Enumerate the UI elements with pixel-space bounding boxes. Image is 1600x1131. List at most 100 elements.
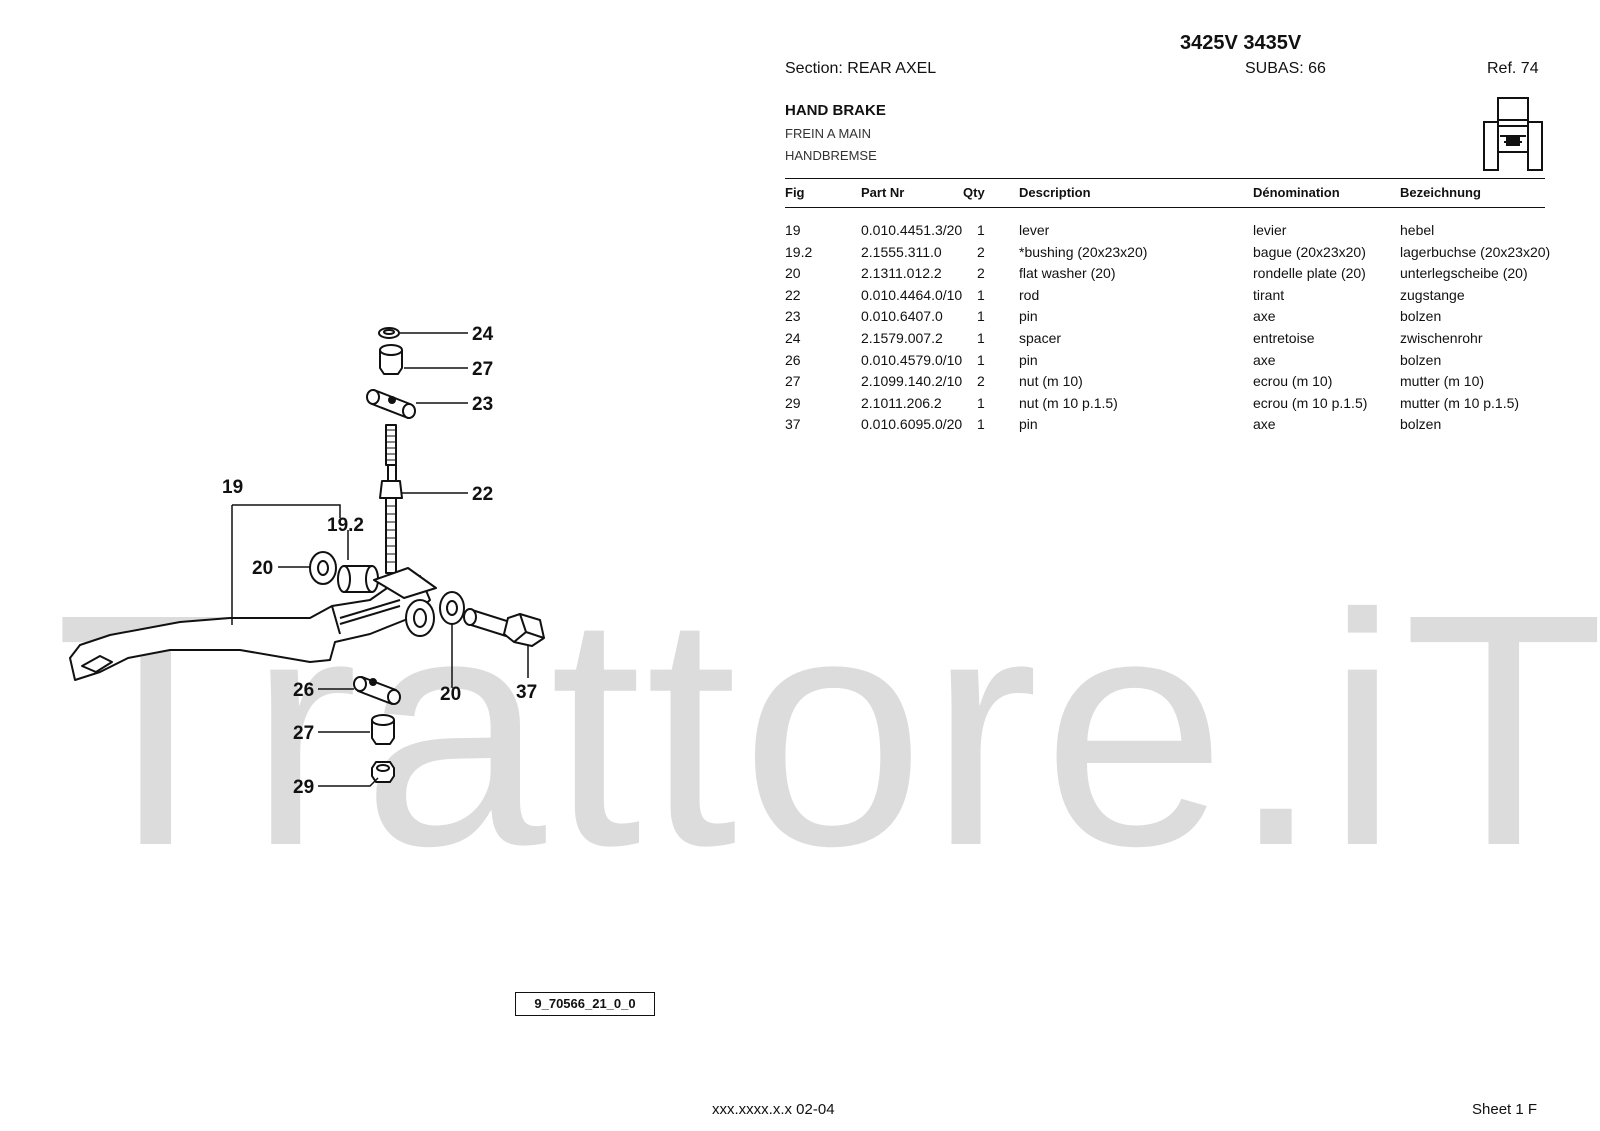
header-rule-bottom — [785, 207, 1545, 208]
cell-description: pin — [1019, 351, 1038, 368]
col-header-denomination: Dénomination — [1253, 185, 1340, 200]
col-header-fig: Fig — [785, 185, 805, 200]
col-header-part: Part Nr — [861, 185, 905, 200]
spacer-24-part — [378, 327, 400, 339]
callout-20-left: 20 — [252, 558, 273, 579]
cell-denomination: bague (20x23x20) — [1253, 243, 1366, 260]
cell-fig: 26 — [785, 351, 801, 368]
cell-part-number: 0.010.4451.3/20 — [861, 222, 963, 238]
cell-bezeichnung: mutter (m 10) — [1400, 373, 1485, 390]
nut-27-upper-part — [379, 344, 403, 375]
cell-description: nut (m 10 p.1.5) — [1019, 394, 1118, 411]
sheet-label: Sheet 1 F — [1472, 1101, 1538, 1118]
callout-26: 26 — [293, 680, 314, 701]
cell-bezeichnung: zwischenrohr — [1400, 329, 1483, 346]
cell-denomination: levier — [1253, 222, 1287, 238]
cell-description: rod — [1019, 286, 1040, 303]
nut-29-part — [371, 761, 395, 783]
col-header-description: Description — [1019, 185, 1091, 200]
nut-27-lower-part — [371, 714, 395, 745]
cell-qty: 1 — [977, 329, 985, 346]
callout-37: 37 — [516, 682, 537, 703]
cell-bezeichnung: hebel — [1400, 222, 1435, 238]
callout-27-upper: 27 — [472, 359, 493, 380]
cell-part-number: 0.010.4579.0/10 — [861, 351, 963, 368]
drawing-reference: 9_70566_21_0_0 — [515, 992, 655, 1016]
model-title: 3425V 3435V — [1180, 32, 1302, 54]
cell-part-number: 0.010.6407.0 — [861, 308, 943, 325]
tractor-icon — [1483, 97, 1543, 171]
cell-denomination: ecrou (m 10 p.1.5) — [1253, 394, 1368, 411]
cell-qty: 2 — [977, 373, 985, 390]
callout-24: 24 — [472, 324, 494, 345]
cell-fig: 19 — [785, 222, 801, 238]
cell-bezeichnung: bolzen — [1400, 308, 1442, 325]
table-row: 20 2.1311.012.2 2 flat washer (20) ronde… — [785, 265, 1565, 287]
cell-fig: 22 — [785, 286, 801, 303]
callout-22: 22 — [472, 484, 493, 505]
cell-part-number: 2.1555.311.0 — [861, 243, 942, 260]
ref-label: Ref. 74 — [1487, 60, 1539, 77]
header-rule-top — [785, 178, 1545, 179]
cell-bezeichnung: unterlegscheibe (20) — [1400, 265, 1528, 282]
table-row: 37 0.010.6095.0/20 1 pin axe bolzen — [785, 416, 1565, 438]
cell-qty: 1 — [977, 222, 985, 238]
cell-denomination: tirant — [1253, 286, 1285, 303]
cell-qty: 2 — [977, 243, 985, 260]
cell-description: pin — [1019, 416, 1038, 433]
table-row: 22 0.010.4464.0/10 1 rod tirant zugstang… — [785, 287, 1565, 309]
cell-part-number: 2.1311.012.2 — [861, 265, 942, 282]
cell-description: lever — [1019, 222, 1050, 238]
exploded-diagram: 24 27 23 22 19 19.2 20 26 20 37 27 29 — [69, 324, 545, 798]
callout-19-2: 19.2 — [327, 515, 364, 536]
cell-part-number: 0.010.4464.0/10 — [861, 286, 963, 303]
cell-denomination: axe — [1253, 416, 1276, 433]
cell-fig: 29 — [785, 394, 801, 411]
section-label: Section: REAR AXEL — [785, 60, 937, 77]
cell-fig: 20 — [785, 265, 801, 282]
col-header-bezeichnung: Bezeichnung — [1400, 185, 1481, 200]
table-row: 19 0.010.4451.3/20 1 lever levier hebel — [785, 222, 1565, 244]
cell-part-number: 0.010.6095.0/20 — [861, 416, 963, 433]
cell-denomination: entretoise — [1253, 329, 1315, 346]
cell-denomination: axe — [1253, 351, 1276, 368]
table-row: 19.2 2.1555.311.0 2 *bushing (20x23x20) … — [785, 244, 1565, 266]
pin-26-part — [353, 676, 401, 705]
cell-fig: 19.2 — [785, 243, 813, 260]
callout-20-right: 20 — [440, 684, 461, 705]
cell-description: pin — [1019, 308, 1038, 325]
cell-fig: 23 — [785, 308, 801, 325]
pin-37-part — [463, 608, 545, 647]
cell-bezeichnung: zugstange — [1400, 286, 1465, 303]
parts-table: 19 0.010.4451.3/20 1 lever levier hebel … — [785, 222, 1565, 438]
cell-fig: 37 — [785, 416, 801, 433]
pin-23-part — [366, 389, 416, 419]
cell-bezeichnung: mutter (m 10 p.1.5) — [1400, 394, 1520, 411]
bushing-19-2-part — [337, 565, 379, 593]
table-row: 24 2.1579.007.2 1 spacer entretoise zwis… — [785, 330, 1565, 352]
lever-19-part — [69, 567, 437, 681]
cell-bezeichnung: bolzen — [1400, 351, 1442, 368]
cell-bezeichnung: bolzen — [1400, 416, 1442, 433]
col-header-qty: Qty — [963, 185, 985, 200]
cell-part-number: 2.1579.007.2 — [861, 329, 943, 346]
cell-fig: 24 — [785, 329, 801, 346]
table-row: 27 2.1099.140.2/10 2 nut (m 10) ecrou (m… — [785, 373, 1565, 395]
cell-denomination: axe — [1253, 308, 1276, 325]
subas-label: SUBAS: 66 — [1245, 60, 1326, 77]
cell-fig: 27 — [785, 373, 801, 390]
cell-qty: 1 — [977, 351, 985, 368]
callout-19: 19 — [222, 477, 243, 498]
title-french: FREIN A MAIN — [785, 126, 871, 141]
washer-20-left-part — [309, 551, 337, 585]
table-row: 29 2.1011.206.2 1 nut (m 10 p.1.5) ecrou… — [785, 395, 1565, 417]
washer-20-right-part — [439, 591, 465, 625]
cell-description: nut (m 10) — [1019, 373, 1083, 390]
cell-description: flat washer (20) — [1019, 265, 1116, 282]
title-german: HANDBREMSE — [785, 148, 877, 163]
footer-code: xxx.xxxx.x.x 02-04 — [712, 1101, 835, 1118]
cell-description: spacer — [1019, 329, 1062, 346]
callout-23: 23 — [472, 394, 493, 415]
callout-29: 29 — [293, 777, 314, 798]
cell-qty: 1 — [977, 286, 985, 303]
